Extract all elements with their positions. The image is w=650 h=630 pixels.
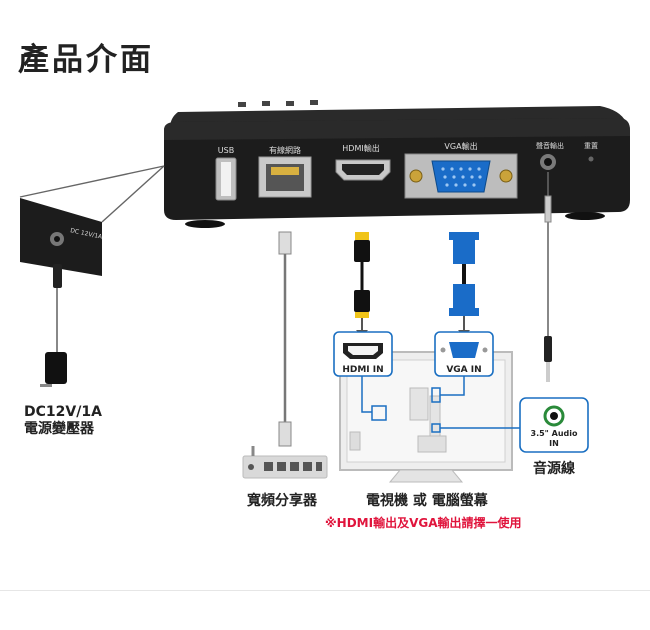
lan-cable [278, 231, 292, 447]
bottom-divider [0, 590, 650, 591]
hdmi-in-label: HDMI IN [342, 365, 383, 375]
audio-in-port: 3.5" Audio IN [519, 397, 589, 453]
vga-port [404, 153, 518, 199]
router-caption: 寬頻分享器 [247, 493, 317, 509]
hdmi-port [335, 159, 391, 181]
lan-port [258, 156, 312, 198]
usb-port-label: USB [218, 146, 234, 155]
audio-in-label-line1: 3.5" Audio [531, 429, 578, 438]
port-highlight-lines [361, 376, 530, 433]
audio-cable [544, 172, 552, 382]
tv-caption: 電視機 或 電腦螢幕 [366, 493, 488, 509]
hdmi-port-label: HDMI輸出 [342, 143, 379, 153]
power-cable [40, 264, 67, 387]
usb-port [215, 157, 237, 201]
power-adapter-spec: DC12V/1A [24, 404, 102, 420]
power-adapter-name: 電源變壓器 [24, 421, 94, 437]
router-icon [242, 446, 328, 479]
audio-cable-caption: 音源線 [533, 461, 575, 477]
audio-in-label-line2: IN [549, 439, 559, 448]
reset-label: 重置 [584, 142, 598, 150]
output-note: ※HDMI輸出及VGA輸出請擇一使用 [325, 516, 522, 530]
reset-button [588, 156, 594, 162]
page-title: 產品介面 [18, 42, 154, 78]
hdmi-cable [354, 232, 370, 318]
vga-cable [449, 232, 479, 316]
vga-port-label: VGA輸出 [444, 141, 477, 151]
audio-jack [540, 154, 556, 170]
hdmi-in-port: HDMI IN [333, 331, 393, 377]
power-adapter-caption: DC12V/1A 電源變壓器 [24, 404, 102, 438]
vga-in-label: VGA IN [446, 365, 481, 375]
power-port-closeup: DC 12V/1A [20, 198, 104, 276]
vga-in-port: VGA IN [434, 331, 494, 377]
audio-port-label: 聲音輸出 [536, 141, 564, 150]
lan-port-label: 有線網路 [269, 145, 301, 155]
